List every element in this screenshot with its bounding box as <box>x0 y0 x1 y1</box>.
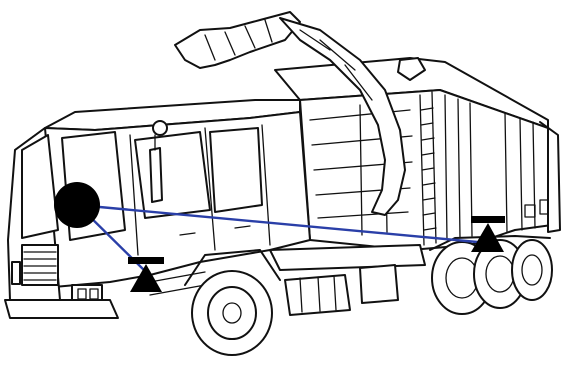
eye-point-marker <box>54 182 100 228</box>
chassis <box>270 245 425 315</box>
front-wheel <box>185 250 280 355</box>
container-body <box>275 58 560 250</box>
